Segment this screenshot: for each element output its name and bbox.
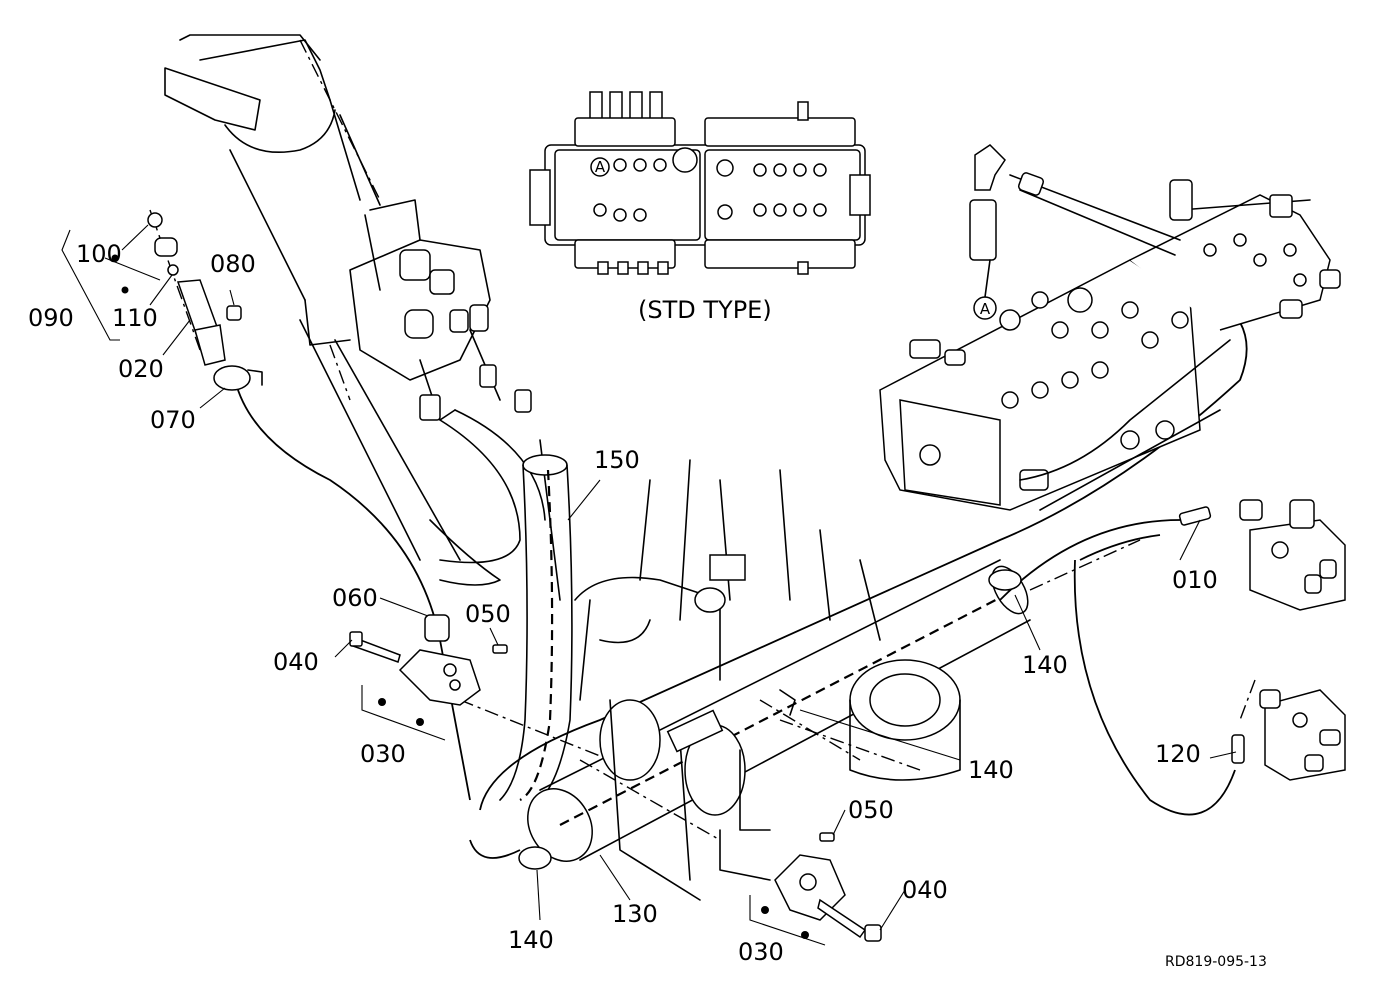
- hose-150: [499, 454, 573, 801]
- std-control-valve: A: [529, 91, 871, 275]
- callout-050-upper: 050: [465, 600, 511, 628]
- callout-110: 110: [112, 304, 158, 332]
- callout-140-middle: 140: [968, 756, 1014, 784]
- callout-080: 080: [210, 250, 256, 278]
- callout-030-lower: 030: [738, 938, 784, 966]
- callout-070: 070: [150, 406, 196, 434]
- boom-valve: [349, 199, 532, 421]
- drawing-code: RD819-095-13: [1165, 954, 1267, 970]
- callout-090: 090: [28, 304, 74, 332]
- callout-050-lower: 050: [848, 796, 894, 824]
- callout-020: 020: [118, 355, 164, 383]
- callout-030-upper: 030: [360, 740, 406, 768]
- swing-frame: [574, 459, 961, 901]
- clamp-030-upper: [349, 614, 508, 741]
- aux-valve-120: [1231, 689, 1346, 781]
- right-port-marker-a: A: [980, 300, 991, 318]
- callout-100: 100: [76, 240, 122, 268]
- callout-040-upper: 040: [273, 648, 319, 676]
- main-hose: [234, 299, 1248, 859]
- callout-140-lower: 140: [508, 926, 554, 954]
- boom-cylinder: [164, 34, 381, 346]
- right-control-valve: A: [879, 144, 1341, 511]
- callout-120: 120: [1155, 740, 1201, 768]
- callout-140-right: 140: [1022, 651, 1068, 679]
- callout-130: 130: [612, 900, 658, 928]
- fittings-left: [61, 212, 263, 391]
- hose-130: [527, 559, 1031, 862]
- std-type-label: (STD TYPE): [638, 296, 772, 324]
- callout-150: 150: [594, 446, 640, 474]
- callout-010: 010: [1172, 566, 1218, 594]
- callout-040-lower: 040: [902, 876, 948, 904]
- callout-leaders: [121, 224, 1237, 931]
- aux-valve-010: [1178, 499, 1346, 611]
- arm-body: [299, 319, 561, 601]
- std-port-marker-a: A: [595, 158, 606, 176]
- clip-140: [518, 569, 1022, 870]
- callout-060: 060: [332, 584, 378, 612]
- clamp-030-lower: [749, 832, 882, 946]
